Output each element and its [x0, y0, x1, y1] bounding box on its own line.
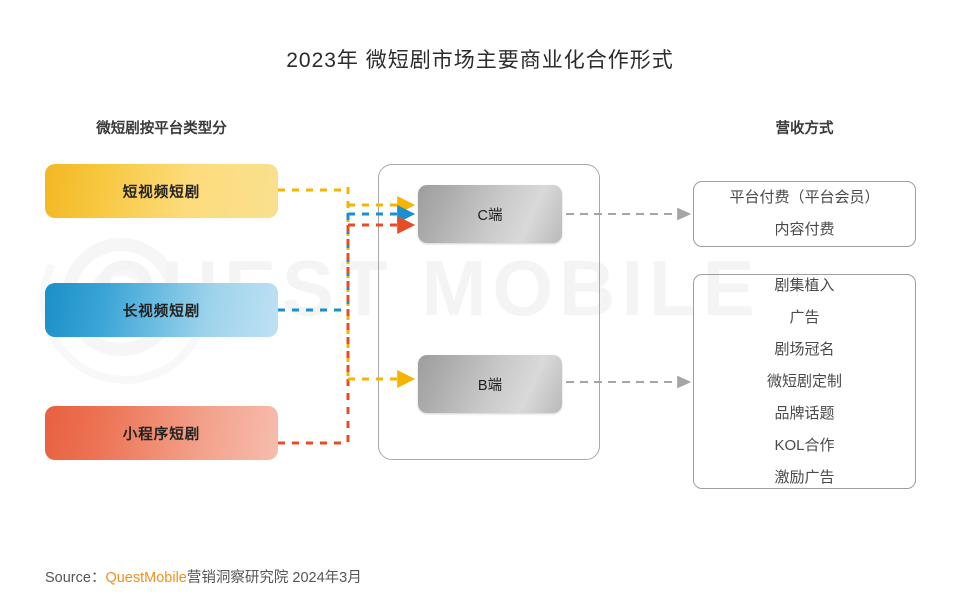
platform-box-label: 短视频短剧	[122, 184, 201, 201]
end-box-label: B端	[477, 377, 503, 394]
platform-box-label: 长视频短剧	[122, 303, 201, 320]
page-title: 2023年 微短剧市场主要商业化合作形式	[286, 49, 674, 72]
source-suffix: 营销洞察研究院 2024年3月	[186, 570, 362, 586]
revenue-line: 广告	[789, 308, 820, 326]
revenue-line: 剧场冠名	[774, 340, 835, 358]
platform-box-label: 小程序短剧	[122, 426, 201, 443]
end-box-consumer[interactable]: C端	[418, 185, 562, 243]
right-column-header: 营收方式	[775, 121, 834, 137]
middle-group-frame	[378, 164, 600, 460]
source-brand: QuestMobile	[105, 570, 187, 586]
left-column-header: 微短剧按平台类型分	[96, 121, 227, 137]
platform-box-long-video[interactable]: 长视频短剧	[45, 283, 278, 337]
source-note: Source：QuestMobile营销洞察研究院 2024年3月	[45, 566, 362, 587]
end-box-label: C端	[477, 207, 503, 224]
revenue-line: 激励广告	[774, 468, 835, 486]
revenue-box-consumer[interactable]: 平台付费（平台会员） 内容付费	[693, 181, 916, 247]
revenue-line: 平台付费（平台会员）	[729, 189, 880, 206]
revenue-line: KOL合作	[774, 436, 835, 454]
platform-box-short-video[interactable]: 短视频短剧	[45, 164, 278, 218]
revenue-box-business[interactable]: 剧集植入 广告 剧场冠名 微短剧定制 品牌话题 KOL合作 激励广告	[693, 274, 916, 489]
revenue-line: 微短剧定制	[766, 372, 842, 390]
source-prefix: Source：	[45, 570, 106, 586]
platform-box-mini-program[interactable]: 小程序短剧	[45, 406, 278, 460]
revenue-line: 内容付费	[774, 221, 835, 238]
revenue-line: 品牌话题	[774, 404, 835, 422]
revenue-line: 剧集植入	[774, 276, 835, 294]
end-box-business[interactable]: B端	[418, 355, 562, 413]
